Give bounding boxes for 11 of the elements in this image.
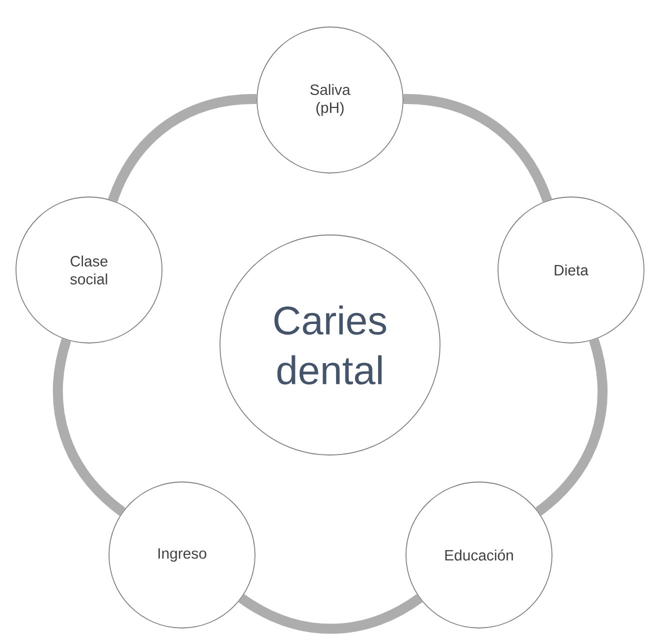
ring-segment: [108, 94, 257, 202]
circle-node: Clase social: [16, 196, 162, 344]
circle-node: Ingreso: [108, 482, 256, 628]
ring-segment: [535, 338, 608, 516]
ring-segment: [52, 338, 126, 516]
ring-segment: [403, 94, 552, 202]
circle-node: Educación: [406, 482, 552, 628]
circle-node: Caries dental: [220, 234, 440, 456]
ring-segment: [238, 594, 422, 634]
circle-node: Saliva (pH): [256, 26, 404, 174]
circle-node: Dieta: [498, 196, 644, 344]
